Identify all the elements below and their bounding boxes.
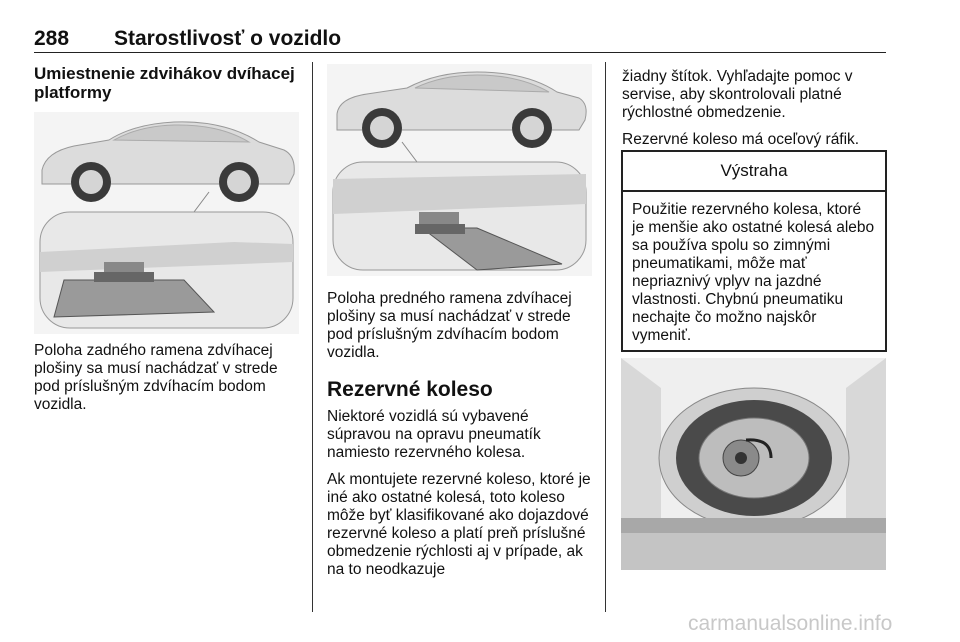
spare-wheel-illustration [621,358,886,570]
front-lift-svg [327,64,592,276]
paragraph: žiadny štítok. Vyhľadajte pomoc v servis… [622,68,853,121]
warning-box: Výstraha Použitie rezervného kolesa, kto… [621,150,887,352]
front-lift-caption: Poloha predného ramena zdvíhacej plošiny… [327,290,572,361]
paragraph: Ak montujete rezervné koleso, ktoré je i… [327,471,591,578]
rear-lift-caption: Poloha zadného ramena zdvíhacej plošiny … [34,342,278,413]
spare-wheel-svg [621,358,886,570]
column-2: Poloha predného ramena zdvíhacej plošiny… [327,290,595,588]
column-1-caption: Poloha zadného ramena zdvíhacej plošiny … [34,342,299,423]
column-1: Umiestnenie zdvihákov dvíhacej platformy [34,64,299,102]
page-title: Starostlivosť o vozidlo [114,27,342,50]
paragraph: Rezervné koleso má oceľový ráfik. [622,131,860,148]
section-title: Rezervné koleso [327,378,493,401]
rear-lift-svg [34,112,299,334]
page-number: 288 [34,27,70,50]
warning-title: Výstraha [623,152,885,192]
warning-text: Použitie rezervného kolesa, ktoré je men… [632,201,875,344]
front-lift-illustration [327,64,592,276]
column-divider [605,62,606,612]
section-heading: Umiestnenie zdvihákov dvíhacej platformy [34,64,295,102]
watermark: carmanualsonline.info [688,612,893,635]
page-header: 288 Starostlivosť o vozidlo [34,24,886,53]
column-divider [312,62,313,612]
column-3: žiadny štítok. Vyhľadajte pomoc v servis… [622,68,892,158]
paragraph: Niektoré vozidlá sú vybavené súpravou na… [327,408,541,461]
rear-lift-illustration [34,112,299,334]
